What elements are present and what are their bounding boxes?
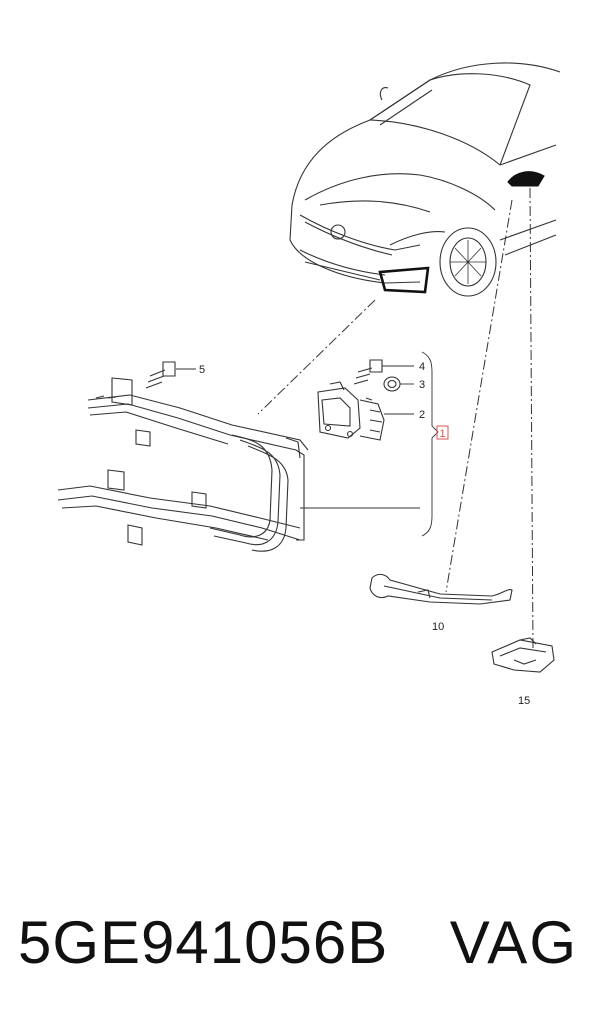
callout-2-label: 2 [419,409,425,421]
callout-5-label: 5 [199,364,205,376]
screw-part-4 [353,359,383,385]
bracket-part-15 [491,637,555,673]
callout-15-label: 15 [518,695,530,707]
callout-10-label: 10 [432,621,444,633]
leader-lines [257,187,534,649]
light-strip-part-10 [369,573,513,605]
fog-light-trim-frame [57,377,309,552]
callout-lines [176,351,439,537]
callout-1-label: 1 [440,428,446,440]
callout-4-label: 4 [419,361,425,373]
nut-part-3 [383,376,401,392]
fog-light-module [317,381,385,441]
screw-part-5 [145,361,176,389]
callout-3-label: 3 [419,379,425,391]
callout-labels: 1 2 3 4 5 10 15 [199,361,530,707]
car-illustration [289,62,561,297]
part-number-caption: 5GE941056B [18,909,389,976]
exploded-parts-diagram: 1 2 3 4 5 10 15 [57,62,561,707]
brand-caption: VAG [449,909,578,976]
callout-1-box [436,425,449,440]
